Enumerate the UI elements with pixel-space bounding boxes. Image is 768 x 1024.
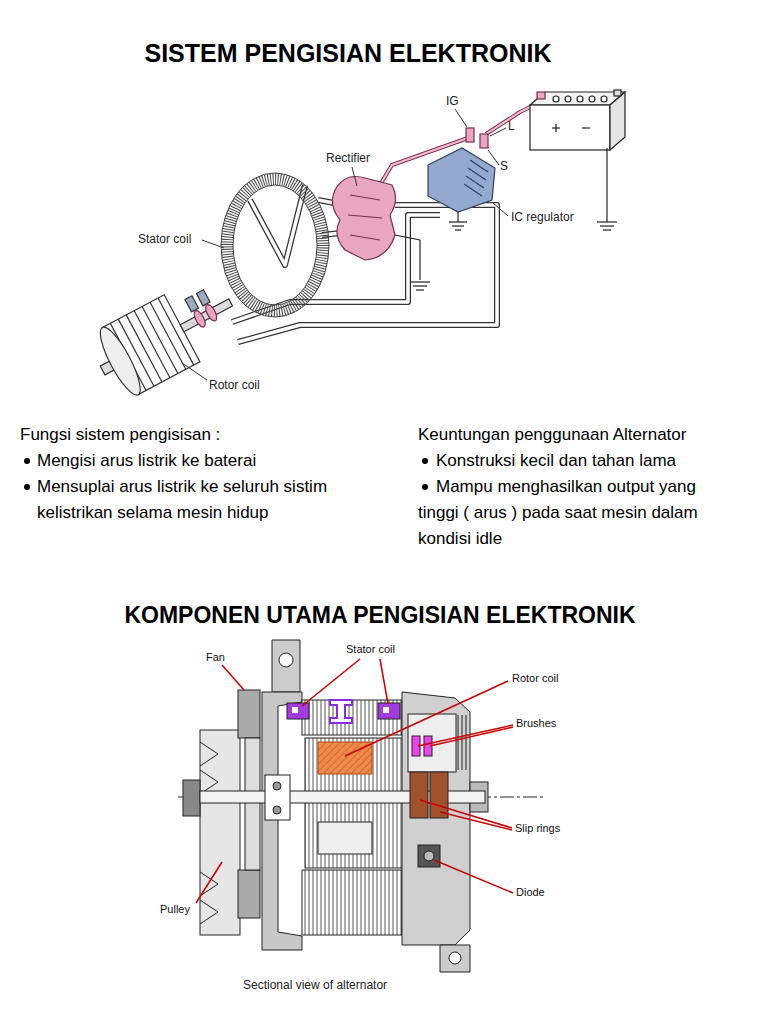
alternator-section: [178, 640, 545, 972]
stator-coil: [221, 173, 329, 317]
page-title: SISTEM PENGISIAN ELEKTRONIK: [48, 38, 648, 68]
part-label: IC regulator: [511, 210, 574, 224]
bullet-text: Mengisi arus listrik ke baterai: [37, 448, 397, 474]
bullet-text: Mampu menghasilkan output yang tinggi ( …: [418, 474, 740, 552]
bullet-dot: [24, 484, 30, 490]
part-label: Stator coil: [346, 643, 395, 656]
part-label: Diode: [516, 886, 545, 899]
section-heading: Fungsi sistem pengisisan :: [20, 422, 220, 448]
leader-line: [196, 659, 513, 903]
part-label: Rotor coil: [209, 378, 260, 392]
bullet-dot: [422, 458, 428, 464]
part-label: Rotor coil: [512, 672, 558, 685]
battery: [530, 90, 625, 230]
part-label: Pulley: [160, 903, 190, 916]
part-label: Stator coil: [138, 232, 191, 246]
part-label: Fan: [206, 651, 225, 664]
figure-caption: Sectional view of alternator: [243, 978, 387, 992]
bullet-dot: [24, 458, 30, 464]
section-heading: Keuntungan penggunaan Alternator: [418, 422, 686, 448]
part-label: Slip rings: [515, 822, 560, 835]
terminal-label: S: [500, 159, 508, 173]
bullet-text: Mensuplai arus listrik ke seluruh sistim…: [37, 474, 397, 526]
ic-regulator: [428, 128, 495, 230]
bullet-dot: [422, 484, 428, 490]
part-label: Brushes: [516, 717, 556, 730]
leader-line: [182, 109, 508, 380]
terminal-label: L: [508, 119, 515, 133]
bullet-text: Konstruksi kecil dan tahan lama: [418, 448, 758, 474]
part-label: Rectifier: [326, 151, 370, 165]
terminal-label: IG: [446, 94, 459, 108]
page-heading: KOMPONEN UTAMA PENGISIAN ELEKTRONIK: [20, 601, 740, 629]
rectifier: [332, 177, 430, 291]
